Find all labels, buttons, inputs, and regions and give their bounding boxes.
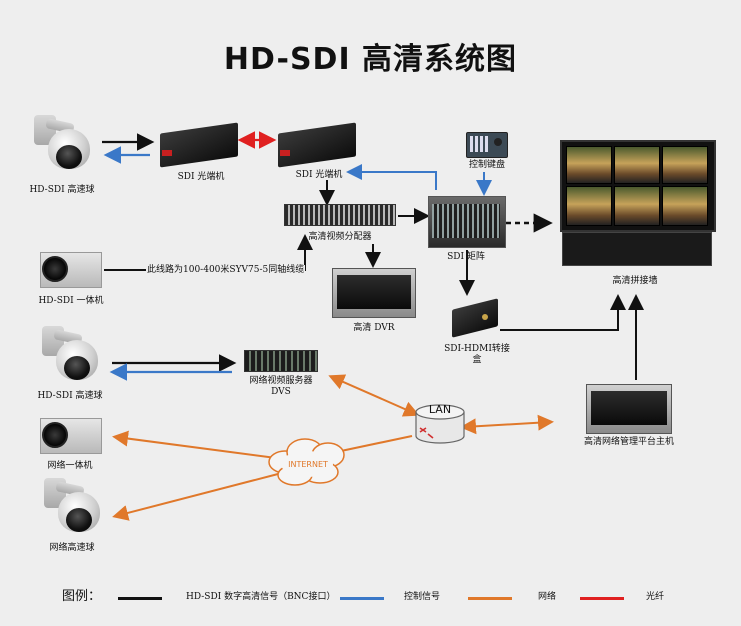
net-line-lan-platform xyxy=(460,414,554,435)
legend-line-control xyxy=(340,597,384,600)
sdi-fiber-receiver xyxy=(278,122,358,168)
lan-switch-icon xyxy=(415,404,465,444)
hd-network-management-host xyxy=(586,384,672,434)
net-line-dvs-lan xyxy=(328,374,420,417)
network-integrated-camera xyxy=(40,418,102,454)
label-internet: INTERNET xyxy=(288,460,328,469)
hdsdi-dome-camera-1 xyxy=(28,115,98,177)
label-hdsdi-dome-2: HD-SDI 高速球 xyxy=(37,391,103,401)
coax-cable-note: 此线路为100-400米SYV75-5同轴线缆 xyxy=(146,265,306,276)
net-line-internet-netcam xyxy=(112,430,277,459)
legend-line-network xyxy=(468,597,512,600)
network-video-server xyxy=(244,350,318,374)
hd-dvr xyxy=(332,268,416,318)
hd-video-wall xyxy=(560,140,716,268)
hdsdi-dome-camera-2 xyxy=(36,326,106,388)
sdi-line-hdmi-wall xyxy=(500,294,626,331)
legend-label-network: 网络 xyxy=(538,592,557,602)
sdi-fiber-transmitter xyxy=(160,122,240,168)
legend-title: 图例： xyxy=(62,589,102,604)
label-sdi-fiber-tx: SDI 光端机 xyxy=(177,172,225,182)
label-hd-distributor: 高清视频分配器 xyxy=(308,232,372,242)
legend-line-sdi xyxy=(118,597,162,600)
label-sdi-hdmi-box: SDI-HDMI转接盒 xyxy=(444,344,510,365)
label-control-keyboard: 控制键盘 xyxy=(468,160,505,170)
sdi-matrix xyxy=(428,196,506,248)
network-dome-camera xyxy=(38,478,108,540)
label-video-wall: 高清拼接墙 xyxy=(612,276,658,286)
label-lan: LAN xyxy=(428,403,452,416)
label-net-integrated: 网络一体机 xyxy=(47,461,93,471)
label-sdi-matrix: SDI 矩阵 xyxy=(447,252,485,262)
label-dvs-line2: DVS xyxy=(271,387,291,397)
label-platform-host: 高清网络管理平台主机 xyxy=(583,437,674,447)
legend-label-sdi: HD-SDI 数字高清信号（BNC接口） xyxy=(186,592,336,602)
net-line-internet-netdome xyxy=(112,473,279,521)
label-hdsdi-dome-1: HD-SDI 高速球 xyxy=(29,185,95,195)
hd-video-distributor xyxy=(284,204,396,226)
ctrl-line-matrix-rx xyxy=(346,164,437,190)
label-hdsdi-integrated: HD-SDI 一体机 xyxy=(38,296,104,306)
sdi-hdmi-converter xyxy=(452,298,502,338)
internet-cloud-icon xyxy=(268,438,345,486)
label-sdi-fiber-rx: SDI 光端机 xyxy=(295,170,343,180)
label-net-dome: 网络高速球 xyxy=(49,543,95,553)
hdsdi-integrated-camera xyxy=(40,252,102,288)
control-keyboard xyxy=(466,132,508,158)
legend-label-control: 控制信号 xyxy=(404,592,441,602)
label-dvs-line1: 网络视频服务器 xyxy=(249,376,313,386)
diagram-title: HD-SDI 高清系统图 xyxy=(223,42,518,77)
label-hd-dvr: 高清 DVR xyxy=(353,323,395,333)
legend-line-fiber xyxy=(580,597,624,600)
legend-label-fiber: 光纤 xyxy=(646,592,665,602)
